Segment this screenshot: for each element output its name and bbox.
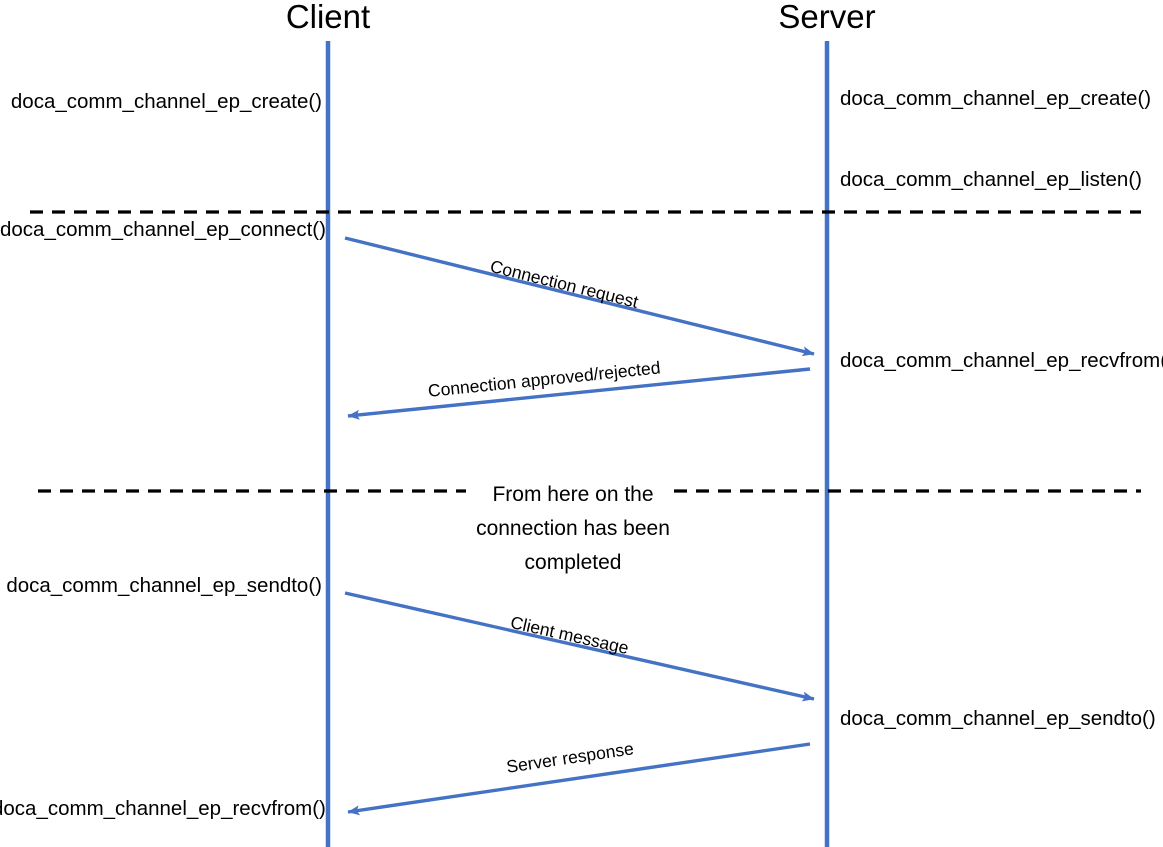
client-call-label-sendto: doca_comm_channel_ep_sendto() — [6, 574, 322, 597]
server-call-label-listen: doca_comm_channel_ep_listen() — [840, 168, 1142, 191]
client-call-label-recvfrom: doca_comm_channel_ep_recvfrom() — [0, 797, 326, 820]
client-call-label-create: doca_comm_channel_ep_create() — [10, 90, 322, 113]
note-line-3: completed — [524, 551, 622, 574]
client-call-label-connect: doca_comm_channel_ep_connect() — [0, 218, 326, 241]
actor-title-client: Client — [285, 0, 371, 35]
actor-title-server: Server — [778, 0, 876, 35]
message-arrow-connection-request — [344, 236, 815, 357]
note-line-1: From here on the — [492, 483, 654, 506]
message-arrow-connection-approved — [347, 367, 811, 420]
server-call-label-create: doca_comm_channel_ep_create() — [840, 87, 1152, 110]
note-line-2: connection has been — [476, 517, 670, 540]
server-call-label-recvfrom: doca_comm_channel_ep_recvfrom() — [840, 349, 1163, 372]
server-call-label-sendto: doca_comm_channel_ep_sendto() — [840, 707, 1156, 730]
message-arrow-server-response — [347, 742, 811, 816]
message-arrow-client-message — [344, 591, 815, 702]
